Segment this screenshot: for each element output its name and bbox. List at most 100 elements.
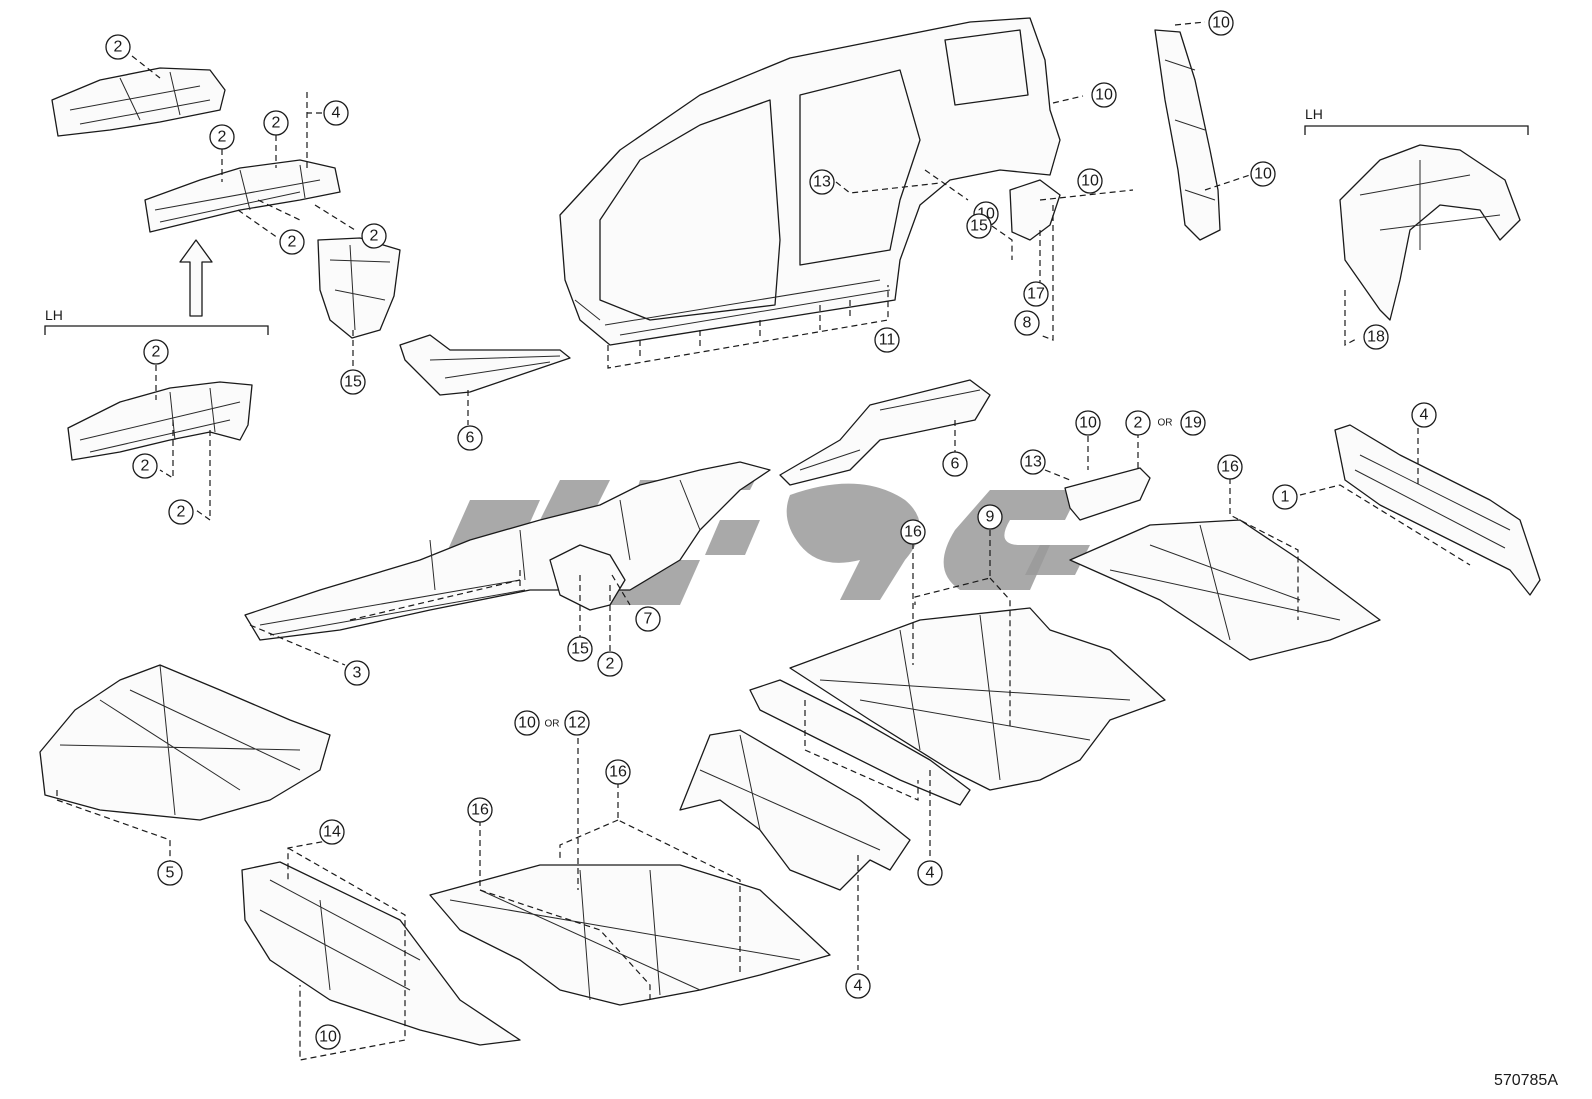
svg-text:10: 10	[1254, 166, 1272, 183]
callout-2: 2	[168, 499, 194, 525]
callout-2: 2	[209, 124, 235, 150]
svg-text:2: 2	[370, 228, 379, 245]
svg-text:19: 19	[1184, 415, 1202, 432]
callout-6: 6	[942, 451, 968, 477]
callout-10: 10	[514, 710, 540, 736]
svg-text:10: 10	[1079, 415, 1097, 432]
svg-text:11: 11	[879, 332, 896, 349]
or-label-bottom: OR	[545, 719, 560, 730]
svg-text:2: 2	[114, 39, 123, 56]
floor-pan-bracket	[549, 544, 626, 611]
svg-text:7: 7	[644, 611, 653, 628]
lh-bracket-right: LH	[1304, 106, 1529, 135]
quarter-inner-panel	[1009, 179, 1061, 241]
svg-text:8: 8	[1023, 315, 1032, 332]
hood-panel	[39, 664, 331, 821]
callout-3: 3	[344, 660, 370, 686]
callout-11: 11	[874, 327, 900, 353]
callout-19: 19	[1180, 410, 1206, 436]
rocker-reinforcement	[399, 334, 571, 396]
callout-2: 2	[1125, 410, 1151, 436]
lh-label-left: LH	[45, 307, 63, 323]
rear-floor-side-member	[779, 379, 991, 486]
lh-label-right: LH	[1305, 106, 1323, 122]
callout-10: 10	[315, 1024, 341, 1050]
direction-arrow	[179, 239, 213, 317]
callout-15: 15	[567, 636, 593, 662]
callout-2: 2	[143, 339, 169, 365]
floor-cross-member	[679, 729, 911, 891]
front-floor-pan	[429, 864, 831, 1006]
center-floor-pan	[789, 607, 1166, 791]
callout-17: 17	[1023, 281, 1049, 307]
front-side-member-lh	[67, 381, 253, 461]
callout-9: 9	[977, 504, 1003, 530]
callout-2: 2	[279, 229, 305, 255]
callout-13: 13	[809, 169, 835, 195]
callout-14: 14	[319, 819, 345, 845]
callout-8: 8	[1014, 310, 1040, 336]
callout-6: 6	[457, 425, 483, 451]
svg-text:2: 2	[272, 115, 281, 132]
svg-text:4: 4	[854, 978, 863, 995]
svg-text:18: 18	[1367, 329, 1385, 346]
callout-2: 2	[132, 453, 158, 479]
callout-10: 10	[1250, 161, 1276, 187]
callouts: 2 2 2 4 2 2 2 2 2 15 6 13 10 10 10 15 17…	[105, 10, 1437, 1050]
svg-text:10: 10	[1212, 15, 1230, 32]
front-floor-assembly	[244, 461, 771, 641]
svg-text:4: 4	[1420, 407, 1429, 424]
svg-text:6: 6	[466, 430, 475, 447]
svg-text:4: 4	[332, 105, 341, 122]
callout-4: 4	[845, 973, 871, 999]
rear-floor-pan	[1069, 519, 1381, 661]
callout-15: 15	[966, 213, 992, 239]
callout-16: 16	[605, 759, 631, 785]
callout-2: 2	[361, 223, 387, 249]
callout-4: 4	[917, 860, 943, 886]
svg-text:9: 9	[986, 509, 995, 526]
front-apron-bracket	[317, 237, 401, 339]
svg-text:2: 2	[288, 234, 297, 251]
lh-bracket-left: LH	[44, 307, 269, 335]
svg-text:10: 10	[1095, 87, 1113, 104]
svg-text:2: 2	[606, 656, 615, 673]
svg-text:2: 2	[152, 344, 161, 361]
callout-2: 2	[105, 34, 131, 60]
front-side-member-upper	[51, 67, 226, 137]
callout-1: 1	[1272, 484, 1298, 510]
rear-end-panel	[1334, 424, 1541, 596]
svg-text:13: 13	[1024, 454, 1042, 471]
svg-text:17: 17	[1027, 286, 1045, 303]
callout-16: 16	[1217, 454, 1243, 480]
dash-panel	[241, 861, 521, 1046]
center-pillar	[1154, 29, 1221, 241]
svg-text:13: 13	[813, 174, 831, 191]
callout-10: 10	[1208, 10, 1234, 36]
svg-text:16: 16	[609, 764, 627, 781]
diagram-reference-code: 570785A	[1494, 1072, 1558, 1089]
svg-text:16: 16	[1221, 459, 1239, 476]
svg-text:10: 10	[1081, 173, 1099, 190]
leader-lines	[56, 21, 1471, 1061]
svg-text:16: 16	[471, 802, 489, 819]
svg-text:15: 15	[344, 374, 362, 391]
svg-text:5: 5	[166, 865, 175, 882]
callout-10: 10	[1091, 82, 1117, 108]
front-side-member-middle	[144, 159, 341, 233]
svg-text:10: 10	[319, 1029, 337, 1046]
callout-16: 16	[467, 797, 493, 823]
svg-text:1: 1	[1281, 489, 1290, 506]
svg-text:10: 10	[518, 715, 536, 732]
svg-text:2: 2	[218, 129, 227, 146]
svg-text:2: 2	[177, 504, 186, 521]
rear-wheel-house-lh	[1339, 144, 1521, 321]
svg-text:2: 2	[1134, 415, 1143, 432]
callout-5: 5	[157, 860, 183, 886]
callout-4: 4	[1411, 402, 1437, 428]
svg-text:3: 3	[353, 665, 362, 682]
callout-18: 18	[1363, 324, 1389, 350]
callout-7: 7	[635, 606, 661, 632]
callout-10: 10	[1075, 410, 1101, 436]
